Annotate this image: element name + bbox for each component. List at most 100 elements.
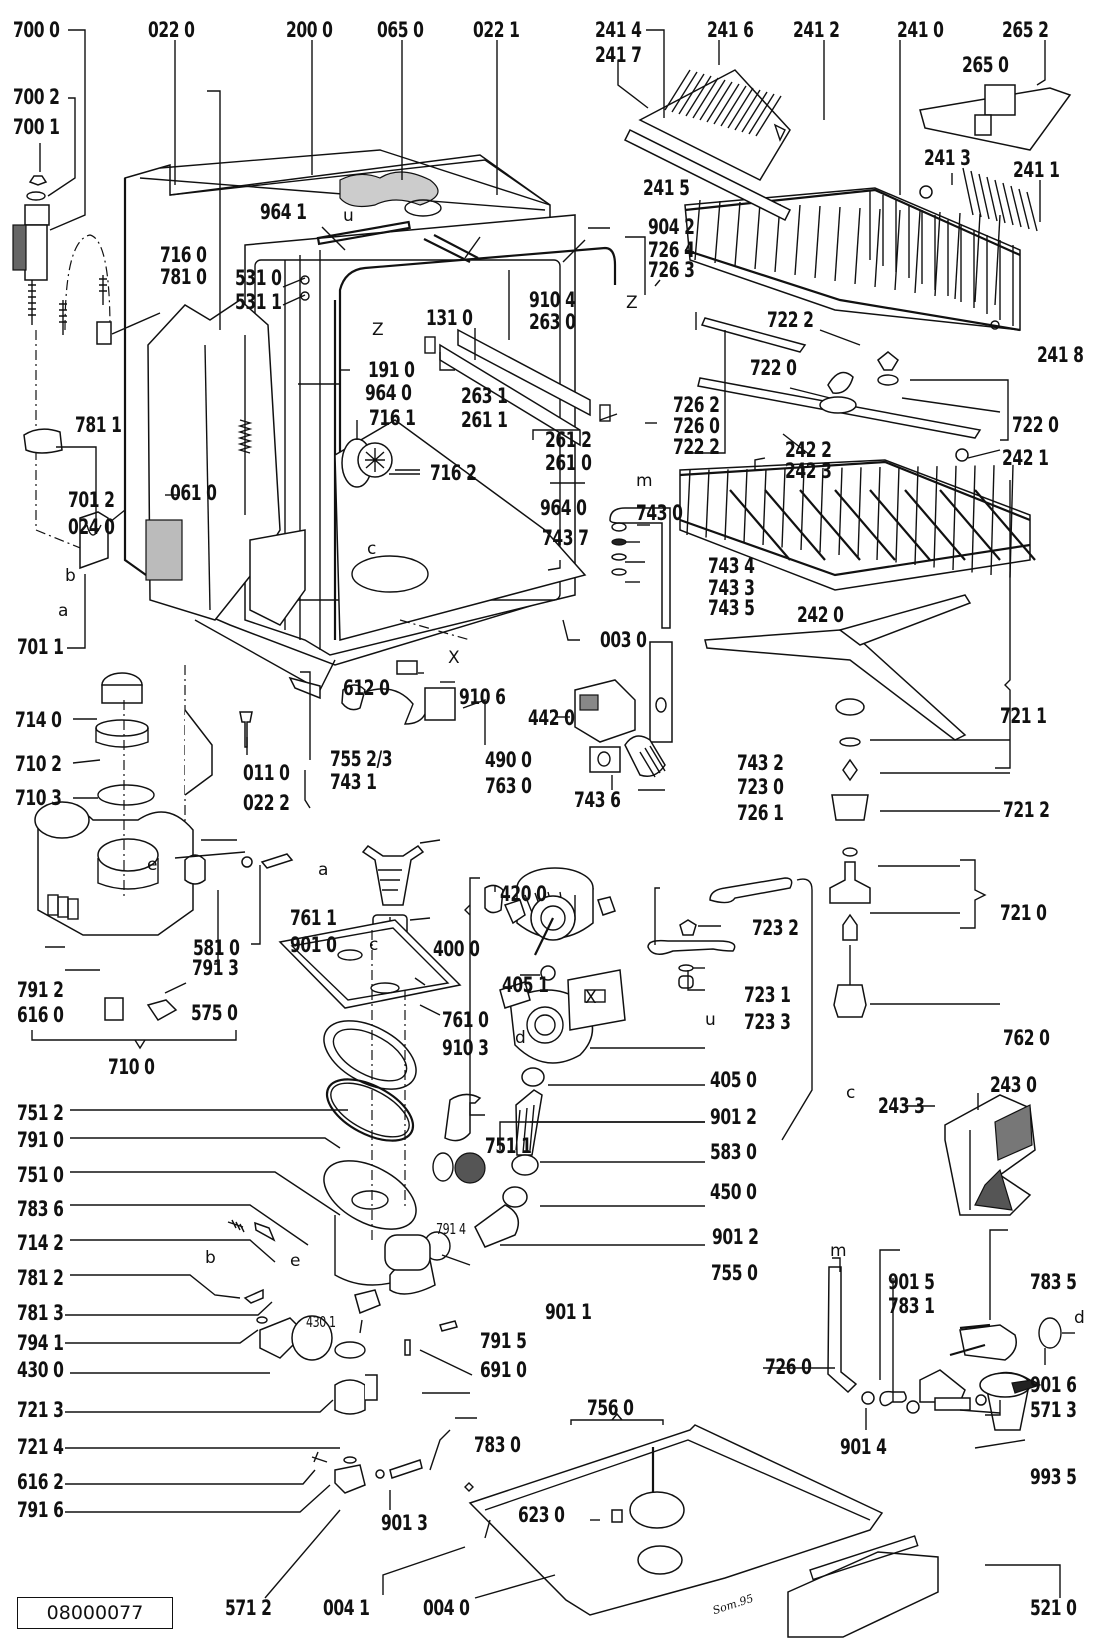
softener-tank <box>31 672 294 1050</box>
part-label: 004 1 <box>323 1596 370 1620</box>
part-label: 726 3 <box>648 258 695 282</box>
part-label: 243 0 <box>990 1073 1037 1097</box>
wire-stroke <box>939 489 1001 561</box>
part-label: 723 3 <box>744 1010 791 1034</box>
upper-basket <box>623 69 1072 332</box>
part-label: 721 4 <box>17 1435 64 1459</box>
part-label: 722 0 <box>750 356 797 380</box>
wire-stroke <box>764 489 826 561</box>
part-label: 743 4 <box>708 554 755 578</box>
wire-stroke <box>762 468 767 546</box>
connection-letter: b <box>65 566 76 586</box>
wire-stroke <box>705 469 710 538</box>
wire-stroke <box>799 489 861 561</box>
wire-stroke <box>754 202 761 270</box>
part-label: 901 1 <box>545 1300 592 1324</box>
part-label: 022 2 <box>243 791 290 815</box>
part-label: 783 0 <box>474 1433 521 1457</box>
wire-stroke <box>857 467 862 558</box>
part-label: 783 1 <box>888 1294 935 1318</box>
wire-stroke <box>781 468 786 548</box>
wire-stroke <box>895 466 900 563</box>
part-label: 430 0 <box>17 1358 64 1382</box>
wire-stroke <box>854 207 861 285</box>
leader-lines <box>39 29 1075 1599</box>
part-label: 751 1 <box>485 1134 532 1158</box>
part-label: 241 4 <box>595 18 642 42</box>
connection-letter: d <box>1074 1308 1085 1328</box>
wire-stroke <box>713 83 740 125</box>
inlet-hose-assembly <box>12 175 112 570</box>
part-label: 022 0 <box>148 18 195 42</box>
part-label: 701 2 <box>68 488 115 512</box>
wire-stroke <box>874 208 881 288</box>
part-label: 420 0 <box>500 882 547 906</box>
wire-stroke <box>904 489 966 561</box>
part-label: 794 1 <box>17 1331 64 1355</box>
wire-stroke <box>838 467 843 556</box>
wire-stroke <box>914 210 921 294</box>
part-label: 901 3 <box>381 1511 428 1535</box>
part-label: 726 0 <box>765 1355 812 1379</box>
part-label: 901 4 <box>840 1435 887 1459</box>
wire-stroke <box>994 214 1001 306</box>
part-label: 531 0 <box>235 266 282 290</box>
part-label: 716 2 <box>430 461 477 485</box>
part-label: 723 1 <box>744 983 791 1007</box>
wire-stroke <box>692 77 719 119</box>
wire-stroke <box>706 81 733 123</box>
part-label: 612 0 <box>343 676 390 700</box>
connection-letter: d <box>515 1028 526 1048</box>
wire-stroke <box>671 71 698 113</box>
wire-stroke <box>990 465 995 576</box>
part-label: 022 1 <box>473 18 520 42</box>
wire-stroke <box>741 91 768 133</box>
part-label: 490 0 <box>485 748 532 772</box>
part-label: 241 7 <box>595 43 642 67</box>
part-label: 700 0 <box>13 18 60 42</box>
connection-letter: b <box>205 1248 216 1268</box>
part-label: 755 0 <box>711 1261 758 1285</box>
connection-letter: e <box>290 1251 301 1271</box>
wire-stroke <box>694 199 701 261</box>
part-label: 241 0 <box>897 18 944 42</box>
part-label: 743 7 <box>542 526 589 550</box>
part-label: 700 1 <box>13 115 60 139</box>
part-label: 263 1 <box>461 384 508 408</box>
part-label: 901 5 <box>888 1270 935 1294</box>
wire-stroke <box>834 206 841 282</box>
part-label: 241 6 <box>707 18 754 42</box>
connection-letter: X <box>448 648 460 668</box>
wire-stroke <box>834 489 896 561</box>
part-label: 450 0 <box>710 1180 757 1204</box>
wire-stroke <box>970 170 982 218</box>
wire-stroke <box>800 468 805 551</box>
wire-stroke <box>894 209 901 291</box>
wire-stroke <box>869 489 931 561</box>
part-label: 743 1 <box>330 770 377 794</box>
part-label: 261 1 <box>461 408 508 432</box>
part-label: 581 0 <box>193 936 240 960</box>
document-id-box: 08000077 <box>17 1597 173 1629</box>
part-label: 521 0 <box>1030 1596 1077 1620</box>
wire-stroke <box>1010 185 1022 228</box>
inlet-valve-parts <box>227 1219 474 1494</box>
part-label: 761 0 <box>442 1008 489 1032</box>
part-label: 241 8 <box>1037 343 1084 367</box>
part-label: 964 1 <box>260 200 307 224</box>
part-label: 722 2 <box>767 308 814 332</box>
part-label: 964 0 <box>540 496 587 520</box>
part-label: 781 1 <box>75 413 122 437</box>
wire-stroke <box>714 200 721 264</box>
part-label: 241 2 <box>793 18 840 42</box>
connection-letter: m <box>636 471 653 491</box>
connection-letter: Z <box>372 320 384 340</box>
part-label: 901 0 <box>290 933 337 957</box>
part-label: 616 0 <box>17 1003 64 1027</box>
part-label: 242 0 <box>797 603 844 627</box>
part-label: 743 0 <box>636 501 683 525</box>
part-label: 721 1 <box>1000 704 1047 728</box>
part-label: 901 2 <box>710 1105 757 1129</box>
part-label: 405 1 <box>502 973 549 997</box>
part-label: 242 2 <box>785 438 832 462</box>
